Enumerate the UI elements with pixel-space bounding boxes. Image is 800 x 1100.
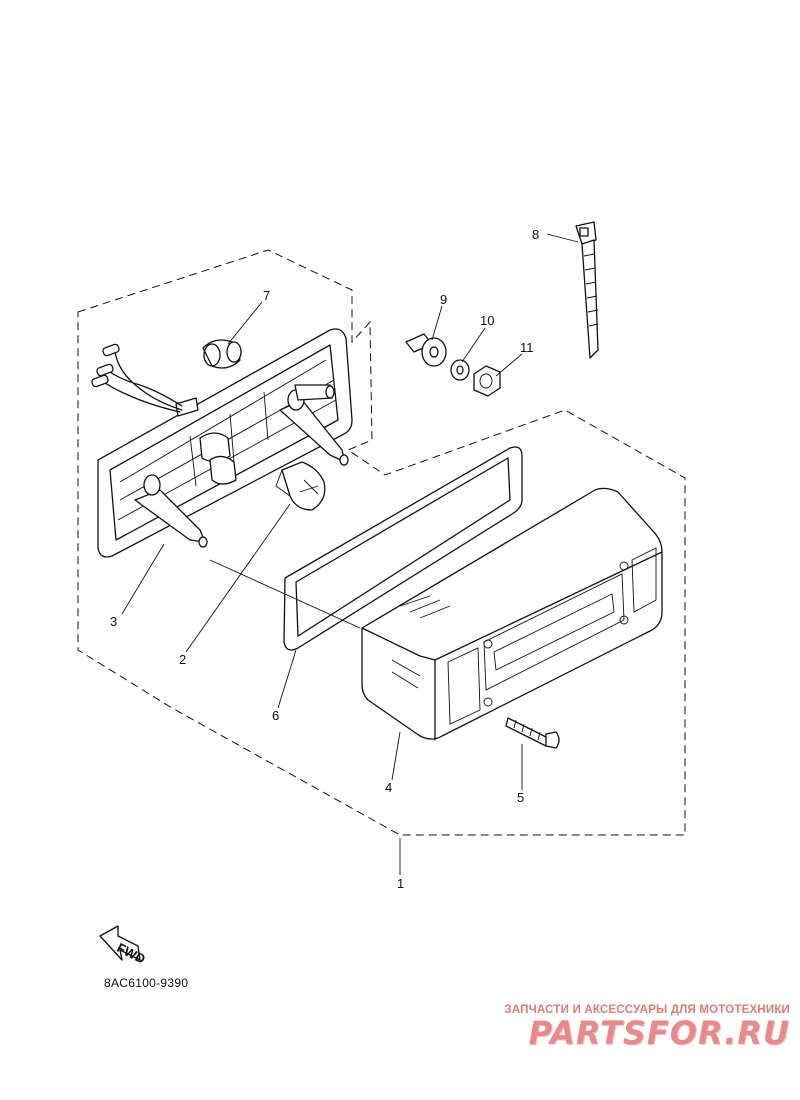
part-code: 8AC6100-9390 xyxy=(104,976,189,990)
callout-10: 10 xyxy=(480,313,494,328)
callout-5: 5 xyxy=(517,790,524,805)
callout-7: 7 xyxy=(263,288,270,303)
callout-3: 3 xyxy=(110,614,117,629)
screw-part-5 xyxy=(505,717,560,749)
grommet-part-7 xyxy=(202,339,242,369)
gasket-part-6 xyxy=(283,446,523,651)
collar-part-9 xyxy=(405,333,447,367)
fwd-arrow-icon: FWD xyxy=(99,925,148,967)
cable-tie-part-8 xyxy=(575,221,599,359)
lamp-housing xyxy=(97,328,353,558)
washer-part-10 xyxy=(450,359,470,381)
watermark-tagline: ЗАПЧАСТИ И АКСЕССУАРЫ ДЛЯ МОТОТЕХНИКИ xyxy=(504,1004,790,1016)
watermark-logo: PARTSFOR.RU xyxy=(528,1014,790,1052)
callout-11: 11 xyxy=(520,340,534,355)
watermark: ЗАПЧАСТИ И АКСЕССУАРЫ ДЛЯ МОТОТЕХНИКИ PA… xyxy=(470,1004,790,1052)
bulb-part-2 xyxy=(275,461,326,511)
callout-2: 2 xyxy=(179,652,186,667)
wire-harness xyxy=(91,343,183,413)
callout-1: 1 xyxy=(397,876,404,891)
callout-9: 9 xyxy=(440,292,447,307)
callout-6: 6 xyxy=(272,708,279,723)
callout-4: 4 xyxy=(385,780,392,795)
lens-part-4 xyxy=(361,487,663,741)
leader-lines xyxy=(121,233,579,875)
nut-part-11 xyxy=(473,365,501,397)
fwd-label: FWD xyxy=(115,940,148,967)
assembly-boundary xyxy=(77,249,686,836)
callout-8: 8 xyxy=(532,227,539,242)
